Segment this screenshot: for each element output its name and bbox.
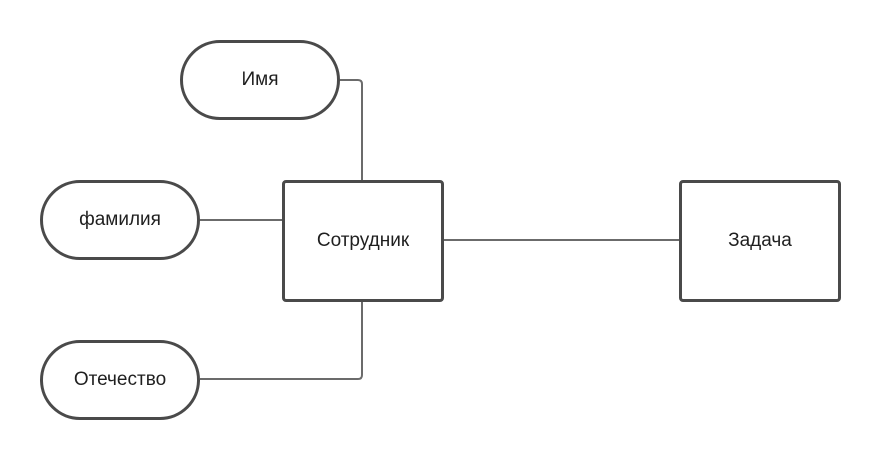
connector-patronymic-employee: [200, 302, 363, 380]
entity-task[interactable]: Задача: [679, 180, 841, 302]
attribute-patronymic[interactable]: Отечество: [40, 340, 200, 420]
entity-employee[interactable]: Сотрудник: [282, 180, 444, 302]
attribute-name[interactable]: Имя: [180, 40, 340, 120]
attribute-surname-label: фамилия: [79, 209, 161, 230]
connector-name-employee: [340, 79, 363, 180]
attribute-name-label: Имя: [241, 69, 279, 90]
entity-employee-label: Сотрудник: [316, 230, 410, 251]
attribute-surname[interactable]: фамилия: [40, 180, 200, 260]
attribute-patronymic-label: Отечество: [73, 369, 167, 390]
entity-task-label: Задача: [728, 230, 792, 251]
